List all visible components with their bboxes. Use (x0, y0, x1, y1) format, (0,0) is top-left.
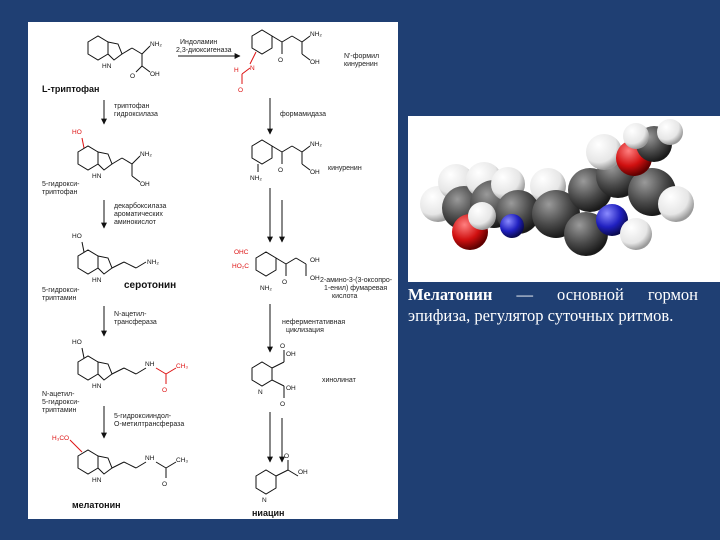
compound-label: N-ацетил- (42, 391, 75, 398)
oxygen-label: O (278, 57, 283, 64)
melatonin-structure: H₃CO NH CH₃ O HN (52, 435, 188, 488)
caption-text: основной гормон эпифиза, регулятор суточ… (408, 285, 698, 325)
tryptophan-structure: NH₂ HN OH O (87, 35, 162, 80)
tryptophan-label: L-триптофан (42, 84, 99, 94)
oxygen-label: O (162, 387, 167, 394)
compound-label: триптамин (42, 407, 77, 414)
caption-dash: — (492, 285, 558, 304)
compound-label: кинуренин (344, 61, 378, 68)
oxygen-label: O (280, 343, 285, 350)
amine-label: NH₂ (147, 259, 159, 266)
amide-nh-label: NH (145, 361, 155, 368)
niacin-label: ниацин (252, 508, 284, 518)
serotonin-structure: HO NH₂ HN (72, 233, 159, 284)
compound-label: триптамин (42, 295, 77, 302)
ring-nitrogen-label: N (258, 389, 263, 396)
kynurenine-structure: NH₂ OH O NH₂ (250, 139, 322, 182)
enzyme-label: гидроксилаза (114, 111, 158, 118)
compound-label: 5-гидрокси- (42, 181, 80, 188)
oxygen-label: O (278, 167, 283, 174)
hydroxyl-label: OH (140, 181, 150, 188)
indole-nh-label: HN (92, 173, 102, 180)
pathway-diagram: NH₂ HN OH O L-триптофан триптофан гидрок… (28, 22, 398, 519)
aldehyde-label: OHC (234, 249, 249, 256)
intermediate-structure: OHC HO₂C OH OH O NH₂ (232, 249, 320, 292)
acetylserotonin-structure: HO NH CH₃ O HN (72, 339, 188, 394)
amine-label: NH₂ (150, 41, 162, 48)
compound-label: 2-амино-3-(3-оксопро- (320, 277, 393, 284)
hydroxyl-label: OH (286, 385, 296, 392)
hydroxyl-label: HO (72, 129, 82, 136)
compound-label: 1-енил) фумаревая (324, 285, 387, 292)
oxygen-label: O (130, 73, 135, 80)
niacin-structure: OH O N (255, 453, 308, 504)
quinolinate-structure: OH O OH O N (251, 343, 296, 408)
melatonin-caption: Мелатонин — основной гормон эпифиза, рег… (408, 284, 698, 326)
enzyme-label: ароматических (114, 211, 163, 218)
compound-label: кислота (332, 293, 358, 300)
enzyme-label: трансфераза (114, 319, 157, 326)
enzyme-label: аминокислот (114, 219, 157, 226)
amine-label: NH₂ (250, 175, 262, 182)
oxygen-label: O (162, 481, 167, 488)
amide-nh-label: NH (145, 455, 155, 462)
process-label: циклизация (286, 327, 324, 334)
serotonin-label: серотонин (124, 280, 176, 291)
methyl-label: CH₃ (176, 457, 188, 464)
hydroxytryptophan-structure: HO NH₂ HN OH (72, 129, 152, 188)
compound-label: триптофан (42, 189, 77, 196)
space-filling-model (420, 119, 694, 256)
process-label: неферментативная (282, 319, 345, 326)
oxygen-label: O (238, 87, 243, 94)
melatonin-label: мелатонин (72, 500, 121, 510)
enzyme-label: декарбоксилаза (114, 202, 167, 210)
enzyme-label: 2,3-диоксигеназа (176, 47, 232, 54)
hydroxyl-label: HO (72, 233, 82, 240)
amine-label: NH₂ (310, 31, 322, 38)
compound-label: хинолинат (322, 377, 357, 384)
enzyme-label: О-метилтрансфераза (114, 421, 184, 428)
methyl-label: CH₃ (176, 363, 188, 370)
caption-term: Мелатонин (408, 285, 493, 304)
compound-label: кинуренин (328, 165, 362, 172)
indole-nh-label: HN (102, 63, 112, 70)
enzyme-label: триптофан (114, 103, 149, 110)
enzyme-label: N-ацетил- (114, 311, 147, 318)
oxygen-label: O (282, 279, 287, 286)
compound-label: 5-гидрокси- (42, 287, 80, 294)
hydroxyl-label: OH (310, 169, 320, 176)
oxygen-label: O (284, 453, 289, 460)
enzyme-label: Индоламин (180, 39, 217, 46)
methoxy-label: H₃CO (52, 435, 69, 442)
compound-label: N'-формил (344, 53, 379, 60)
hydroxyl-label: OH (310, 257, 320, 264)
hydroxyl-label: OH (150, 71, 160, 78)
hydroxyl-label: OH (298, 469, 308, 476)
enzyme-label: формамидаза (280, 111, 326, 118)
indole-nh-label: HN (92, 277, 102, 284)
hydroxyl-label: OH (286, 351, 296, 358)
compound-label: 5-гидрокси- (42, 399, 80, 406)
carboxyl-label: HO₂C (232, 263, 249, 270)
hydrogen-label: H (234, 67, 239, 74)
amine-label: NH₂ (310, 141, 322, 148)
hydroxyl-label: HO (72, 339, 82, 346)
hydroxyl-label: OH (310, 275, 320, 282)
ring-nitrogen-label: N (262, 497, 267, 504)
nitrogen-label: N (250, 65, 255, 72)
amine-label: NH₂ (140, 151, 152, 158)
indole-nh-label: HN (92, 383, 102, 390)
hydroxyl-label: OH (310, 59, 320, 66)
amine-label: NH₂ (260, 285, 272, 292)
enzyme-label: 5-гидроксииндол- (114, 413, 172, 420)
formylkynurenine-structure: NH₂ OH O N H O (234, 29, 322, 94)
indole-nh-label: HN (92, 477, 102, 484)
oxygen-label: O (280, 401, 285, 408)
melatonin-3d-model (408, 116, 720, 282)
